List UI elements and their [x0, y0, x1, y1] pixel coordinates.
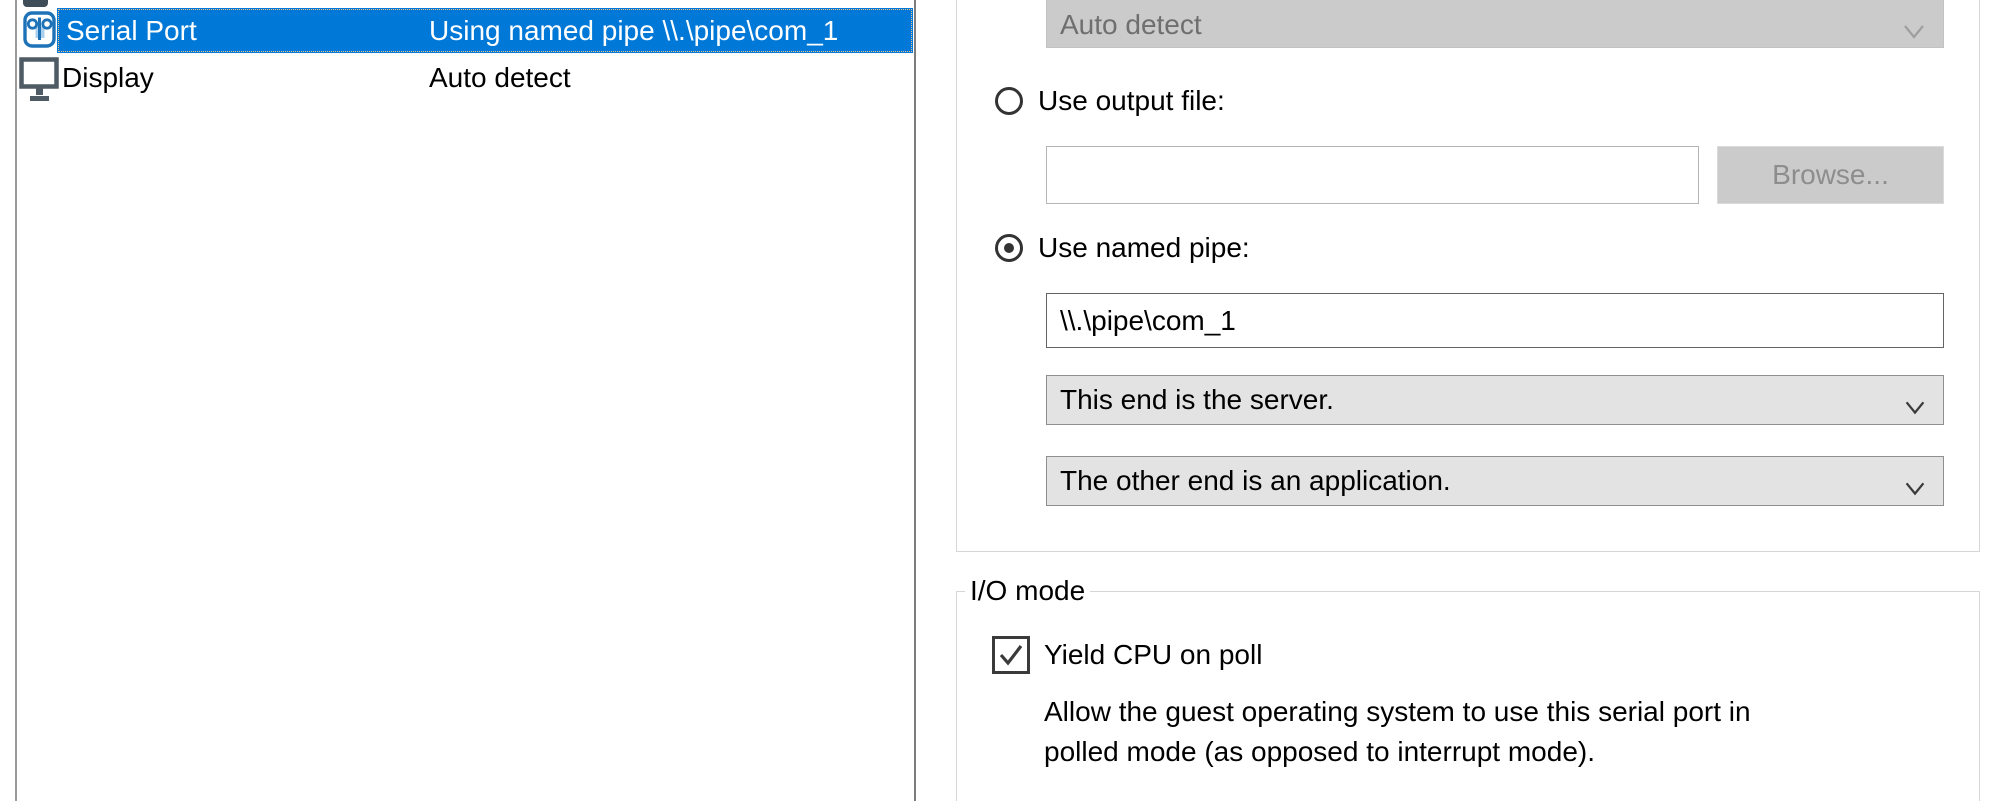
use-named-pipe-radio[interactable]: [995, 234, 1023, 262]
connection-groupbox: [956, 0, 1980, 552]
use-output-file-label: Use output file:: [1038, 85, 1225, 116]
device-summary: Using named pipe \\.\pipe\com_1: [429, 15, 839, 46]
radio-selected-dot: [1004, 243, 1014, 253]
output-file-input[interactable]: [1046, 146, 1699, 204]
device-type-dropdown-value: Auto detect: [1060, 9, 1202, 40]
pipe-end-dropdown-value: This end is the server.: [1060, 384, 1334, 415]
yield-cpu-description-line1: Allow the guest operating system to use …: [1044, 696, 1751, 727]
yield-cpu-description: Allow the guest operating system to use …: [1044, 692, 1751, 772]
io-mode-groupbox: I/O mode: [956, 575, 1980, 801]
device-summary: Auto detect: [429, 62, 571, 93]
device-list-left-border: [15, 0, 17, 801]
chevron-down-icon: [1899, 10, 1929, 47]
pipe-other-end-dropdown-value: The other end is an application.: [1060, 465, 1451, 496]
use-output-file-radio[interactable]: [995, 87, 1023, 115]
device-name: Serial Port: [66, 15, 197, 46]
pipe-end-dropdown[interactable]: This end is the server.: [1046, 375, 1944, 425]
yield-cpu-label: Yield CPU on poll: [1044, 639, 1263, 670]
chevron-down-icon: [1901, 469, 1929, 505]
device-row-serial-port[interactable]: Serial Port Using named pipe \\.\pipe\co…: [57, 8, 913, 53]
display-icon: [19, 57, 59, 108]
chevron-down-icon: [1901, 388, 1929, 424]
device-row-display[interactable]: Display Auto detect: [53, 55, 909, 100]
browse-button[interactable]: Browse...: [1717, 146, 1944, 204]
yield-cpu-description-line2: polled mode (as opposed to interrupt mod…: [1044, 736, 1595, 767]
serial-port-icon: [23, 11, 59, 53]
pipe-other-end-dropdown[interactable]: The other end is an application.: [1046, 456, 1944, 506]
device-list-divider: [914, 0, 916, 801]
yield-cpu-checkbox[interactable]: [992, 636, 1030, 674]
io-mode-group-title: I/O mode: [965, 575, 1091, 607]
partial-device-icon: [23, 0, 48, 7]
use-named-pipe-label: Use named pipe:: [1038, 232, 1250, 263]
device-type-dropdown[interactable]: Auto detect: [1046, 0, 1944, 48]
device-name: Display: [62, 62, 154, 93]
pipe-name-input[interactable]: \\.\pipe\com_1: [1046, 293, 1944, 348]
